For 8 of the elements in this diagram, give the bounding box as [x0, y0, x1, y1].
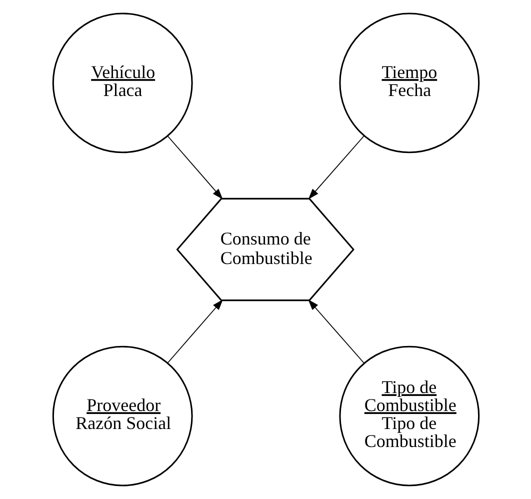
- arrow: [308, 299, 364, 364]
- node-circle: Tipo de Combustible Tipo de Combustible: [338, 346, 480, 486]
- node-circle: Vehículo Placa: [52, 12, 192, 154]
- arrow: [308, 136, 364, 200]
- node-circle: Proveedor Razón Social: [52, 346, 192, 486]
- arrow: [166, 299, 223, 364]
- arrow: [166, 136, 222, 200]
- node-circle: Tiempo Fecha: [338, 12, 480, 154]
